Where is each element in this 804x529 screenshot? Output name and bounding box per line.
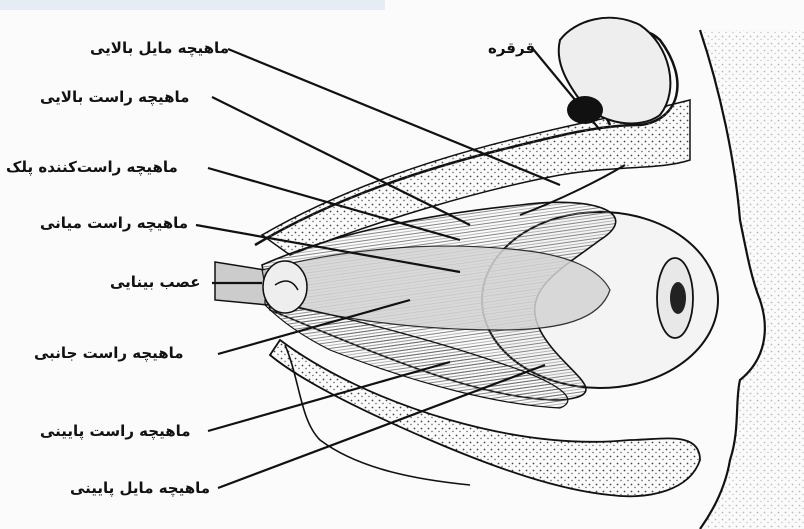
- label-levator: ماهیچه راست‌کننده پلک: [6, 158, 178, 176]
- label-optic-nerve: عصب بینایی: [110, 273, 200, 291]
- label-superior-oblique: ماهیچه مایل بالایی: [90, 39, 229, 57]
- label-inferior-rectus: ماهیچه راست پایینی: [40, 422, 191, 440]
- label-superior-rectus: ماهیچه راست بالایی: [40, 88, 189, 106]
- label-lateral-rectus: ماهیچه راست جانبی: [34, 344, 184, 362]
- label-medial-rectus: ماهیچه راست میانی: [40, 214, 188, 232]
- label-inferior-oblique: ماهیچه مایل پایینی: [70, 479, 210, 497]
- label-trochlea: قرقره: [488, 39, 535, 57]
- pupil: [670, 282, 686, 314]
